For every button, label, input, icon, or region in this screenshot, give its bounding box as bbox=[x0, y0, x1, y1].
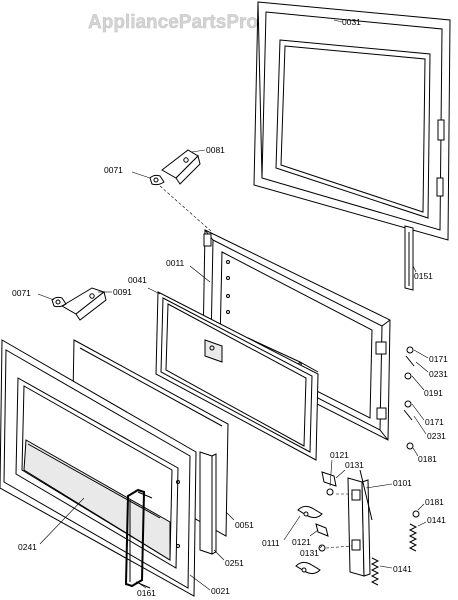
leader-0161 bbox=[139, 583, 147, 589]
label-0071-top: 0071 bbox=[104, 165, 123, 175]
label-0151: 0151 bbox=[414, 271, 433, 281]
leader-0121-b bbox=[309, 529, 319, 537]
label-0131-b: 0131 bbox=[300, 548, 319, 558]
leader-0131-b bbox=[319, 545, 323, 549]
label-0191: 0191 bbox=[424, 388, 443, 398]
door-handle bbox=[124, 488, 153, 589]
leader-0081 bbox=[191, 149, 206, 153]
leader-0251 bbox=[213, 549, 225, 561]
label-0241: 0241 bbox=[18, 542, 37, 552]
label-0031: 0031 bbox=[342, 17, 361, 27]
label-0021: 0021 bbox=[211, 586, 230, 596]
label-0141-b: 0141 bbox=[393, 564, 412, 574]
leader-0071-left bbox=[37, 293, 55, 301]
inner-door-frame bbox=[202, 229, 391, 441]
label-0181-b: 0181 bbox=[425, 497, 444, 507]
leader-0011 bbox=[189, 265, 211, 283]
leader-0141-a bbox=[417, 521, 427, 527]
label-0171-a: 0171 bbox=[429, 354, 448, 364]
label-0161: 0161 bbox=[137, 588, 156, 598]
choke-frame bbox=[155, 291, 319, 461]
handle-trim-strip bbox=[199, 451, 217, 555]
trim-strip bbox=[404, 225, 414, 291]
label-0251: 0251 bbox=[225, 558, 244, 568]
leader-0181-a bbox=[412, 447, 419, 457]
leader-0021 bbox=[189, 574, 211, 591]
label-0121-a: 0121 bbox=[330, 450, 349, 460]
leader-0181-b bbox=[417, 503, 425, 511]
label-0051: 0051 bbox=[235, 520, 254, 530]
label-0231-a: 0231 bbox=[429, 369, 448, 379]
leader-0031 bbox=[333, 19, 343, 23]
label-0011: 0011 bbox=[166, 258, 185, 268]
watermark-text: AppliancePartsPros.com bbox=[88, 12, 313, 33]
leader-0051 bbox=[225, 511, 235, 521]
leader-0111 bbox=[283, 515, 301, 541]
leader-0191 bbox=[411, 375, 425, 391]
leader-0101 bbox=[365, 483, 393, 489]
leader-0071-top bbox=[131, 171, 151, 179]
screw-set-upper bbox=[403, 346, 415, 450]
label-0091: 0091 bbox=[113, 287, 132, 297]
bottom-hinge-bracket bbox=[51, 287, 107, 321]
leader-0121-a bbox=[329, 459, 333, 487]
top-hinge-bracket bbox=[149, 149, 201, 186]
latch-assembly bbox=[295, 469, 420, 586]
label-0121-b: 0121 bbox=[292, 537, 311, 547]
label-0101: 0101 bbox=[393, 478, 412, 488]
leader-0241 bbox=[39, 497, 85, 545]
label-0111: 0111 bbox=[262, 538, 280, 548]
leader-0171-a bbox=[413, 349, 429, 359]
leader-0141-b bbox=[379, 565, 393, 569]
leader-0171-b bbox=[411, 403, 425, 421]
label-0071-left: 0071 bbox=[12, 288, 31, 298]
leader-0231-a bbox=[415, 361, 429, 373]
label-0231-b: 0231 bbox=[427, 431, 446, 441]
label-0131-a: 0131 bbox=[345, 460, 364, 470]
leader-0041 bbox=[147, 287, 161, 295]
outer-door-panel bbox=[0, 339, 197, 597]
label-0181-a: 0181 bbox=[418, 454, 437, 464]
leader-0151 bbox=[412, 265, 417, 273]
label-0141-a: 0141 bbox=[427, 515, 446, 525]
leader-0231-b bbox=[413, 415, 427, 435]
leader-0131-a bbox=[335, 469, 346, 479]
label-0041: 0041 bbox=[128, 275, 147, 285]
label-0171-b: 0171 bbox=[425, 417, 444, 427]
door-glass-panel bbox=[253, 1, 451, 241]
label-0081: 0081 bbox=[206, 145, 225, 155]
